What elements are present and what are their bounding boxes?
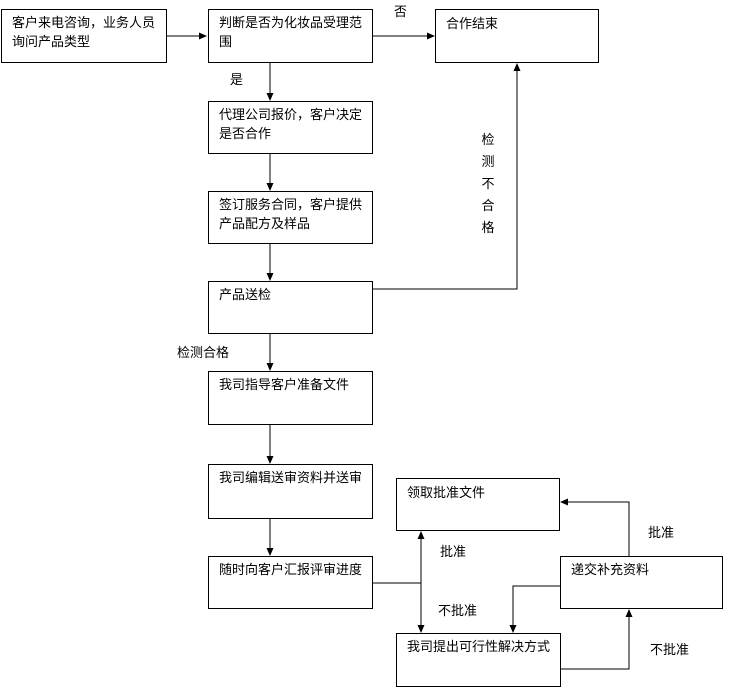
node-submit-supplement: 递交补充资料 <box>560 556 723 609</box>
label-approve-left: 批准 <box>440 545 467 560</box>
node-customer-inquiry: 客户来电咨询，业务人员询问产品类型 <box>1 9 167 63</box>
node-quotation: 代理公司报价，客户决定是否合作 <box>208 101 373 154</box>
node-propose-solution: 我司提出可行性解决方式 <box>396 633 561 687</box>
node-receive-approval: 领取批准文件 <box>396 478 560 531</box>
edge-n12-n11 <box>561 609 633 670</box>
label-test-pass: 检测合格 <box>177 346 230 361</box>
node-submit-for-review: 我司编辑送审资料并送审 <box>208 464 373 519</box>
node-sign-contract: 签订服务合同，客户提供产品配方及样品 <box>208 191 373 244</box>
edge-n6-n3 <box>373 63 521 290</box>
node-cooperation-end: 合作结束 <box>435 9 599 63</box>
node-prepare-documents: 我司指导客户准备文件 <box>208 371 373 425</box>
label-yes: 是 <box>230 73 244 88</box>
node-product-testing: 产品送检 <box>208 281 373 334</box>
label-reject-left: 不批准 <box>438 604 478 619</box>
label-approve-right: 批准 <box>648 526 675 541</box>
label-test-fail: 检测不合格 <box>481 133 495 236</box>
node-scope-check: 判断是否为化妆品受理范围 <box>208 9 373 63</box>
node-report-progress: 随时向客户汇报评审进度 <box>208 556 373 609</box>
edge-n11-n12 <box>509 585 560 633</box>
label-no: 否 <box>394 5 408 20</box>
label-reject-right: 不批准 <box>650 643 690 658</box>
edge-n11-n10 <box>560 498 630 556</box>
